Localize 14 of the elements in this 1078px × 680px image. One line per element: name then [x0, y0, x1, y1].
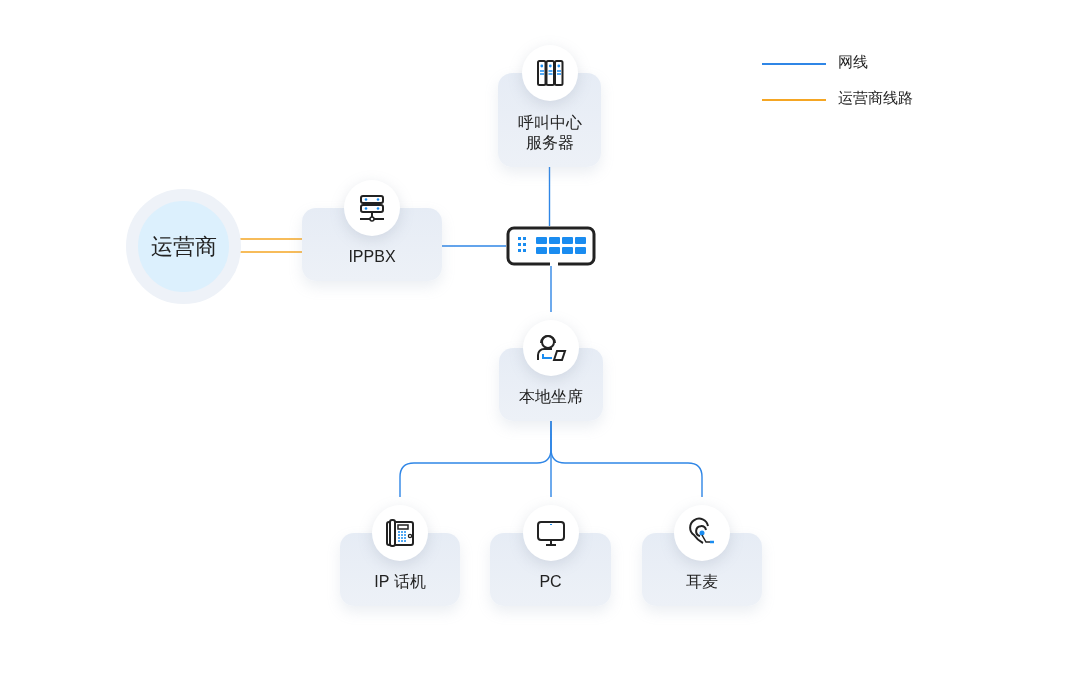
device-label: PC: [539, 572, 562, 592]
connector-line: [548, 166, 551, 227]
device-label: 本地坐席: [519, 387, 583, 407]
device-label: IPPBX: [348, 247, 396, 267]
legend-label: 运营商线路: [838, 89, 913, 108]
switch-icon: [506, 226, 596, 266]
connector-line: [441, 245, 507, 247]
device-label: IP 话机: [374, 572, 426, 592]
device-label: 耳麦: [686, 572, 718, 592]
connector-line: [550, 420, 703, 498]
legend-label: 网线: [838, 53, 868, 72]
carrier-label: 运营商: [150, 232, 217, 261]
device-label: 呼叫中心服务器: [516, 113, 583, 153]
connector-line: [550, 265, 552, 313]
